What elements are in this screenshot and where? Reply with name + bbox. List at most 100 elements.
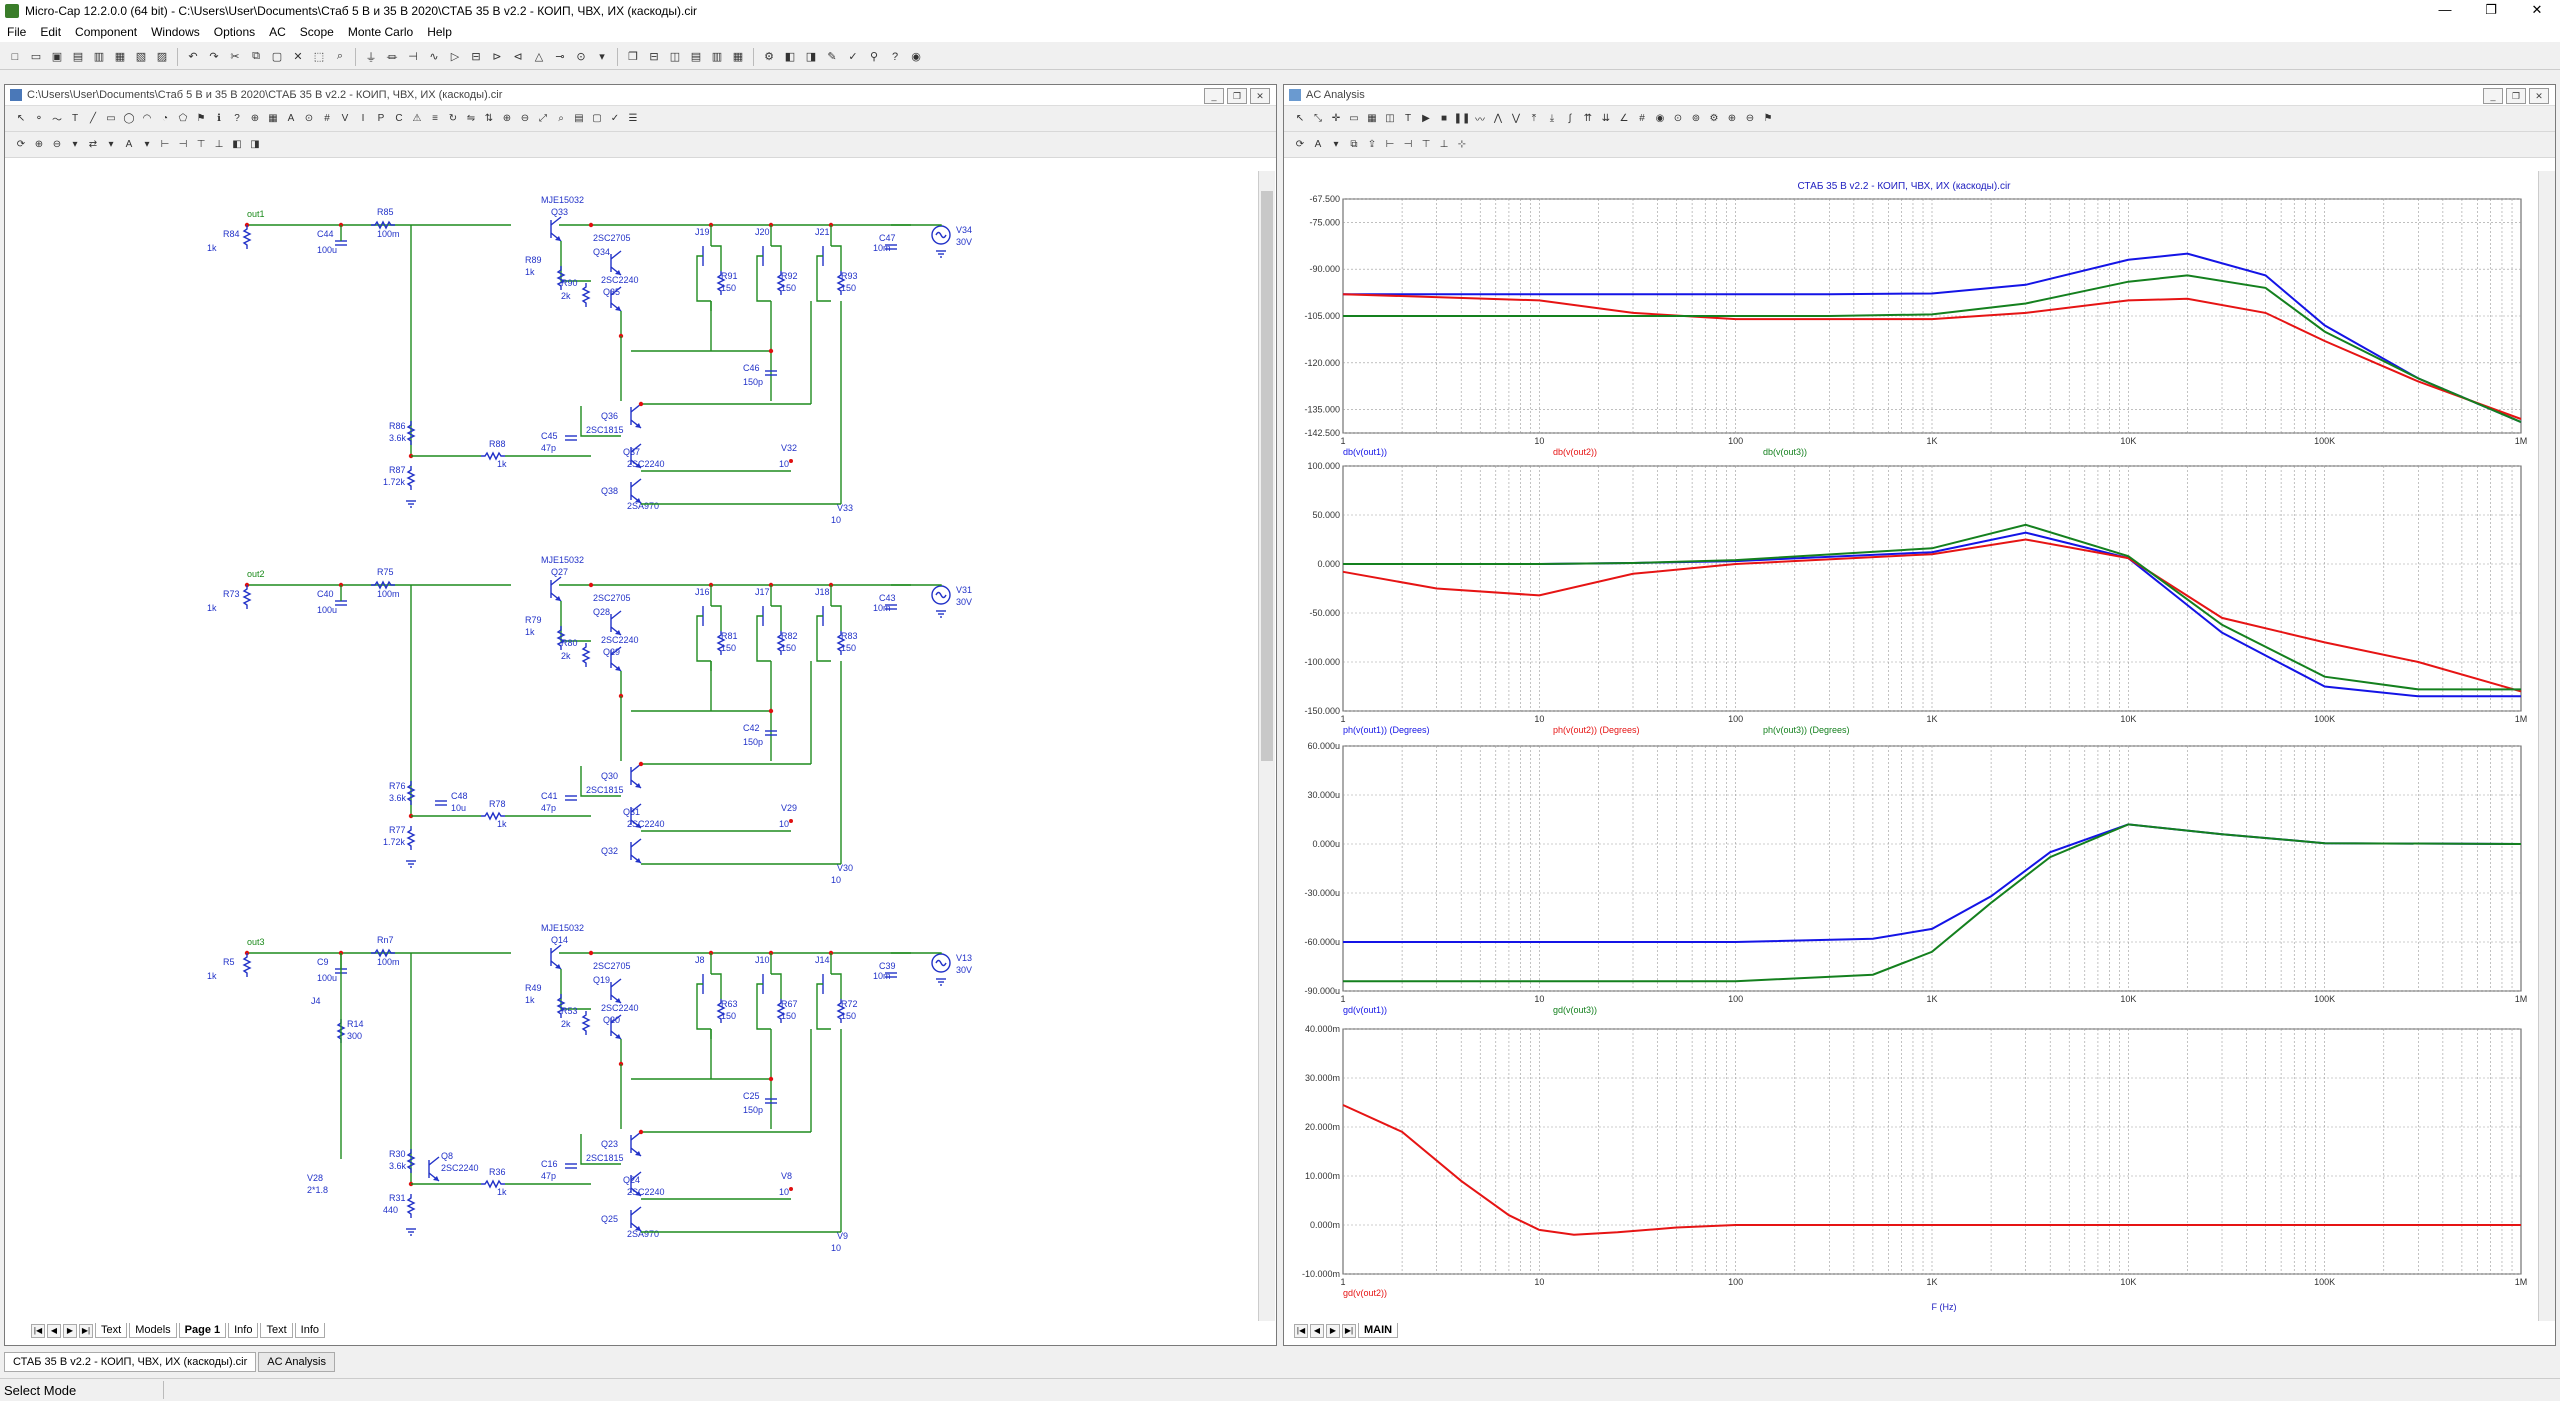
ac-align-top-icon[interactable]: ⊤ — [1421, 139, 1431, 150]
find-component-icon[interactable]: ⌕ — [558, 113, 564, 124]
save-all-icon[interactable]: ▤ — [72, 51, 84, 63]
zoom-in-icon[interactable]: ⊕ — [502, 113, 512, 124]
ac-next-page-icon[interactable]: ▶ — [1326, 1323, 1340, 1338]
tab-models[interactable]: Models — [129, 1323, 177, 1338]
calculator-icon[interactable]: ▦ — [732, 51, 744, 63]
last-page-icon[interactable]: ▶| — [79, 1323, 93, 1338]
zoom-small-icon[interactable]: ⊖ — [52, 139, 62, 150]
ac-text-icon[interactable]: T — [1404, 113, 1412, 124]
ac-align-right-icon[interactable]: ⊣ — [1403, 139, 1413, 150]
menu-component[interactable]: Component — [75, 25, 138, 39]
polygon-mode-icon[interactable]: ⬠ — [178, 113, 188, 124]
npn-component-icon[interactable]: ⊳ — [492, 51, 502, 63]
ac-stop-icon[interactable]: ■ — [1440, 113, 1448, 124]
diode-component-icon[interactable]: ▷ — [450, 51, 460, 63]
print-preview-icon[interactable]: ▥ — [93, 51, 105, 63]
resistor-component-icon[interactable]: ⏛ — [386, 51, 398, 64]
next-page-icon[interactable]: ▶ — [63, 1323, 77, 1338]
ac-vertical-scrollbar[interactable] — [2538, 171, 2555, 1321]
help-mode-icon[interactable]: ? — [234, 113, 240, 124]
globe-icon[interactable]: ◉ — [911, 51, 921, 63]
tab-text[interactable]: Text — [95, 1323, 128, 1338]
ac-font-icon[interactable]: A — [1314, 139, 1322, 150]
ac-window-icon[interactable]: ▭ — [1349, 113, 1359, 124]
tile-vertical-icon[interactable]: ◫ — [669, 51, 681, 63]
doc-tab-schematic[interactable]: СТАБ 35 В v2.2 - КОИП, ЧВХ, ИХ (каскоды)… — [4, 1352, 257, 1372]
mirror-icon[interactable]: ⇋ — [466, 113, 476, 124]
paste-icon[interactable]: ▢ — [271, 51, 283, 63]
ac-plot-area[interactable]: СТАБ 35 В v2.2 - КОИП, ЧВХ, ИХ (каскоды)… — [1284, 171, 2538, 1321]
zoom-out-icon[interactable]: ⊖ — [520, 113, 530, 124]
select-mode-icon[interactable]: ↖ — [16, 113, 26, 124]
menu-edit[interactable]: Edit — [40, 25, 62, 39]
flag-mode-icon[interactable]: ⚑ — [196, 113, 206, 124]
tile-horizontal-icon[interactable]: ⊟ — [649, 51, 659, 63]
rotate-icon[interactable]: ↻ — [448, 113, 458, 124]
ac-slope-icon[interactable]: ∠ — [1619, 113, 1629, 124]
component-editor-icon[interactable]: ⚙ — [764, 51, 774, 63]
delete-icon[interactable]: ✕ — [293, 51, 303, 63]
ac-minimize-button[interactable]: _ — [2483, 88, 2503, 104]
menu-options[interactable]: Options — [213, 25, 256, 39]
doc-tab-ac-analysis[interactable]: AC Analysis — [258, 1352, 335, 1372]
redo-icon[interactable]: ↷ — [209, 51, 219, 63]
arc-mode-icon[interactable]: ◠ — [142, 113, 152, 124]
net-dropdown-icon[interactable]: ▾ — [108, 139, 114, 150]
ac-restore-button[interactable]: ❐ — [2506, 88, 2526, 104]
ac-export-icon[interactable]: ⇪ — [1367, 139, 1377, 150]
minimize-button[interactable]: — — [2438, 2, 2452, 17]
ac-select-icon[interactable]: ↖ — [1295, 113, 1305, 124]
power-icon[interactable]: P — [377, 113, 385, 124]
point-to-end-icon[interactable]: ⊕ — [250, 113, 260, 124]
schematic-close-button[interactable]: ✕ — [1250, 88, 1270, 104]
border-icon[interactable]: ▢ — [592, 113, 602, 124]
text-mode-icon[interactable]: T — [71, 113, 79, 124]
print-icon[interactable]: ▦ — [114, 51, 126, 63]
restore-button[interactable]: ❐ — [2485, 2, 2497, 17]
menu-windows[interactable]: Windows — [151, 25, 200, 39]
font-icon[interactable]: A — [125, 139, 133, 150]
close-button[interactable]: ✕ — [2531, 2, 2543, 17]
ac-zoom-in-icon[interactable]: ⊕ — [1727, 113, 1737, 124]
ac-font-dropdown-icon[interactable]: ▾ — [1333, 139, 1339, 150]
schematic-restore-button[interactable]: ❐ — [1227, 88, 1247, 104]
check-icon[interactable]: ✓ — [848, 51, 858, 63]
pin-connection-icon[interactable]: ⊙ — [304, 113, 314, 124]
close-file-icon[interactable]: ▧ — [135, 51, 147, 63]
more-components-icon[interactable]: ▾ — [599, 51, 605, 63]
shape-editor-icon[interactable]: ◧ — [784, 51, 796, 63]
arrange-icon[interactable]: ▤ — [690, 51, 702, 63]
zoom-dropdown-icon[interactable]: ▾ — [72, 139, 78, 150]
cut-icon[interactable]: ✂ — [230, 51, 240, 63]
ac-measure-icon[interactable]: ⊚ — [1691, 113, 1701, 124]
component-mode-icon[interactable]: ⚬ — [34, 113, 44, 124]
menu-ac[interactable]: AC — [269, 25, 286, 39]
bom-icon[interactable]: ☰ — [628, 113, 638, 124]
select-all-icon[interactable]: ⬚ — [313, 51, 325, 63]
undo-icon[interactable]: ↶ — [188, 51, 198, 63]
tab-main[interactable]: MAIN — [1358, 1323, 1399, 1338]
schematic-vertical-scrollbar[interactable] — [1258, 171, 1275, 1321]
ac-first-page-icon[interactable]: |◀ — [1294, 1323, 1308, 1338]
schematic-minimize-button[interactable]: _ — [1204, 88, 1224, 104]
currents-icon[interactable]: I — [361, 113, 365, 124]
ac-label-icon[interactable]: ⊙ — [1673, 113, 1683, 124]
net-icon[interactable]: ⇄ — [88, 139, 98, 150]
capacitor-component-icon[interactable]: ⊣ — [408, 51, 418, 63]
ac-scale-icon[interactable]: ⤡ — [1314, 113, 1322, 124]
help-icon[interactable]: ? — [891, 50, 899, 63]
prev-page-icon[interactable]: ◀ — [47, 1323, 61, 1338]
schematic-scroll-thumb[interactable] — [1261, 191, 1273, 761]
align-top-icon[interactable]: ⊤ — [196, 139, 206, 150]
attribute-text-icon[interactable]: A — [287, 113, 295, 124]
zoom-fit-icon[interactable]: ⤢ — [539, 113, 547, 124]
warning-icon[interactable]: ⚠ — [412, 113, 422, 124]
pie-mode-icon[interactable]: ◔ — [161, 113, 169, 124]
tab-info[interactable]: Info — [228, 1323, 259, 1338]
ac-tokens-icon[interactable]: ◉ — [1655, 113, 1665, 124]
tab-page-1[interactable]: Page 1 — [178, 1323, 227, 1338]
ac-align-bottom-icon[interactable]: ⊥ — [1439, 139, 1449, 150]
ac-prev-page-icon[interactable]: ◀ — [1310, 1323, 1324, 1338]
menu-help[interactable]: Help — [427, 25, 452, 39]
